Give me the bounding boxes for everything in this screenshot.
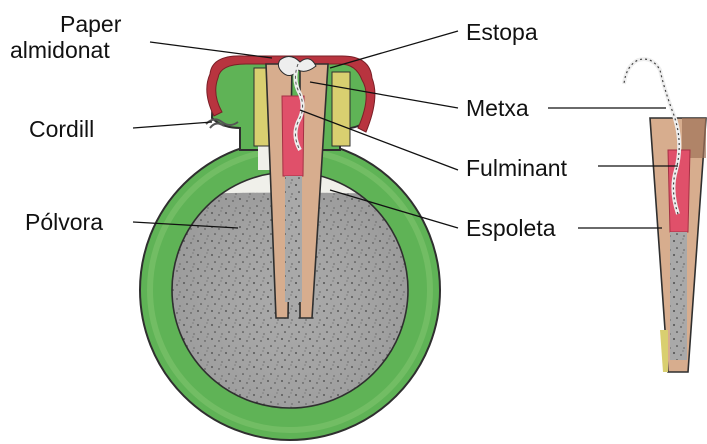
label-fulminant: Fulminant [466, 155, 568, 181]
leader-estopa [330, 31, 458, 68]
label-paper-line1: Paper [60, 11, 122, 37]
straw-packing-right [332, 72, 350, 146]
leader-cordill [133, 122, 212, 128]
fuse-detail [624, 59, 706, 372]
detail-powder [670, 232, 687, 360]
leader-paper [150, 42, 272, 58]
label-cordill: Cordill [29, 116, 94, 142]
label-estopa: Estopa [466, 19, 538, 45]
label-polvora: Pólvora [25, 209, 103, 235]
shell [140, 56, 440, 440]
detail-straw [660, 330, 668, 372]
label-espoleta: Espoleta [466, 215, 556, 241]
label-metxa: Metxa [466, 95, 529, 121]
label-paper-line2: almidonat [10, 37, 110, 63]
